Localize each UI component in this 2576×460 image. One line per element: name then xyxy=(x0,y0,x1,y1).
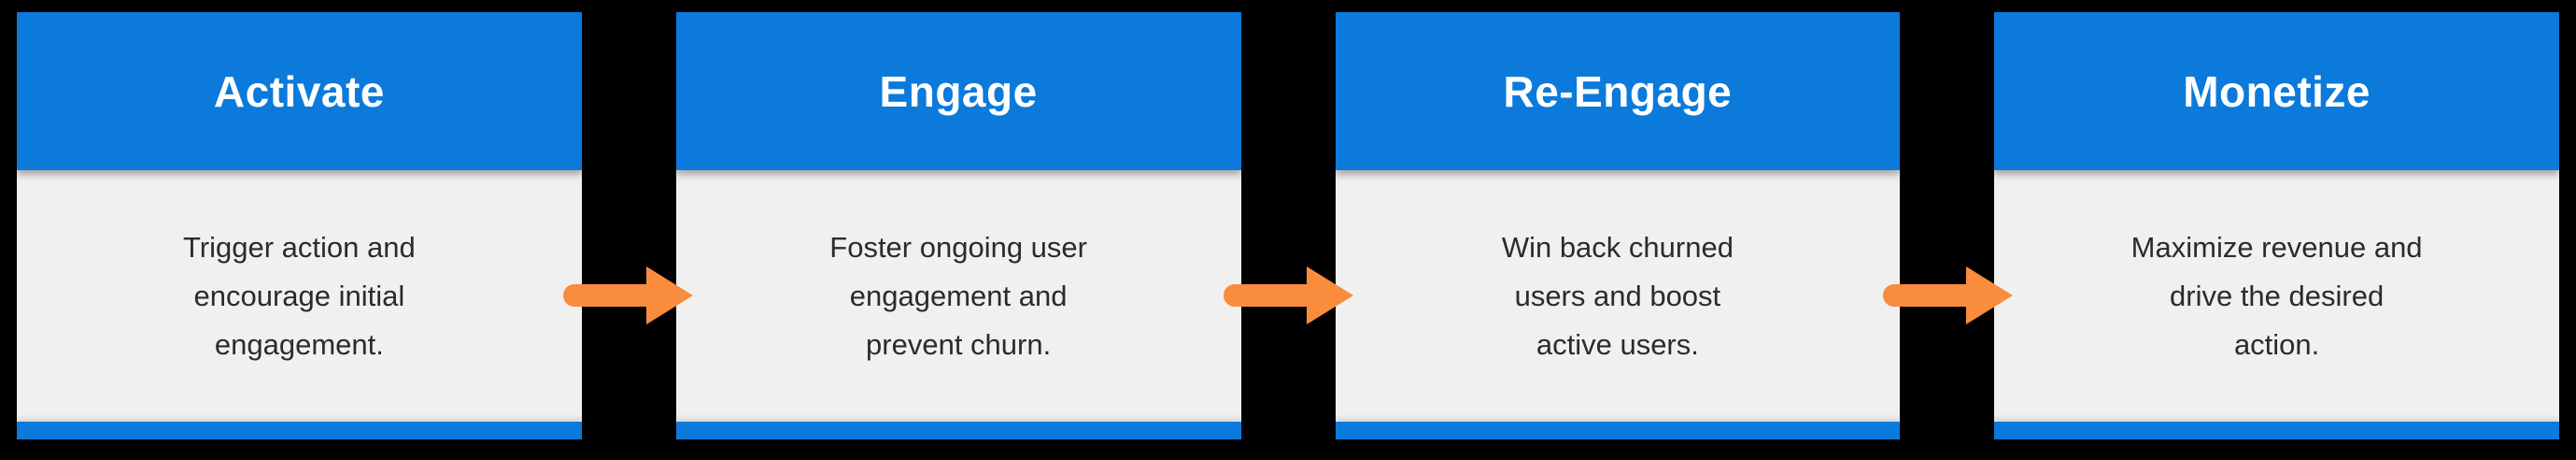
funnel-flow-diagram: Activate Trigger action and encourage in… xyxy=(0,12,2576,439)
stage-card-engage: Engage Foster ongoing user engagement an… xyxy=(675,12,1241,439)
arrow-head xyxy=(1966,266,2013,324)
arrow-tail xyxy=(563,284,648,307)
arrow-head xyxy=(646,266,693,324)
stage-title: Engage xyxy=(879,66,1038,116)
right-arrow-icon xyxy=(1224,266,1353,324)
stage-description: Trigger action and encourage initial eng… xyxy=(183,230,416,361)
stage-header-monetize: Monetize xyxy=(1994,12,2559,170)
stage-description: Foster ongoing user engagement and preve… xyxy=(829,230,1087,361)
stage-title: Re-Engage xyxy=(1503,66,1733,116)
stage-header-engage: Engage xyxy=(675,12,1241,170)
stage-description: Maximize revenue and drive the desired a… xyxy=(2130,230,2423,361)
stage-header-re-engage: Re-Engage xyxy=(1335,12,1901,170)
stage-body-re-engage: Win back churned users and boost active … xyxy=(1335,170,1901,422)
right-arrow-icon xyxy=(1883,266,2013,324)
arrow-tail xyxy=(1224,284,1309,307)
stage-footer-bar xyxy=(1335,422,1901,439)
stage-body-engage: Foster ongoing user engagement and preve… xyxy=(675,170,1241,422)
stage-footer-bar xyxy=(17,422,582,439)
right-arrow-icon xyxy=(563,266,693,324)
stage-footer-bar xyxy=(675,422,1241,439)
stage-card-monetize: Monetize Maximize revenue and drive the … xyxy=(1994,12,2559,439)
stage-description: Win back churned users and boost active … xyxy=(1501,230,1734,361)
arrow-head xyxy=(1307,266,1353,324)
stage-body-monetize: Maximize revenue and drive the desired a… xyxy=(1994,170,2559,422)
stage-card-activate: Activate Trigger action and encourage in… xyxy=(17,12,582,439)
stage-card-re-engage: Re-Engage Win back churned users and boo… xyxy=(1335,12,1901,439)
stage-body-activate: Trigger action and encourage initial eng… xyxy=(17,170,582,422)
stage-title: Activate xyxy=(213,66,385,116)
arrow-tail xyxy=(1883,284,1968,307)
stage-title: Monetize xyxy=(2183,66,2371,116)
stage-header-activate: Activate xyxy=(17,12,582,170)
stage-footer-bar xyxy=(1994,422,2559,439)
